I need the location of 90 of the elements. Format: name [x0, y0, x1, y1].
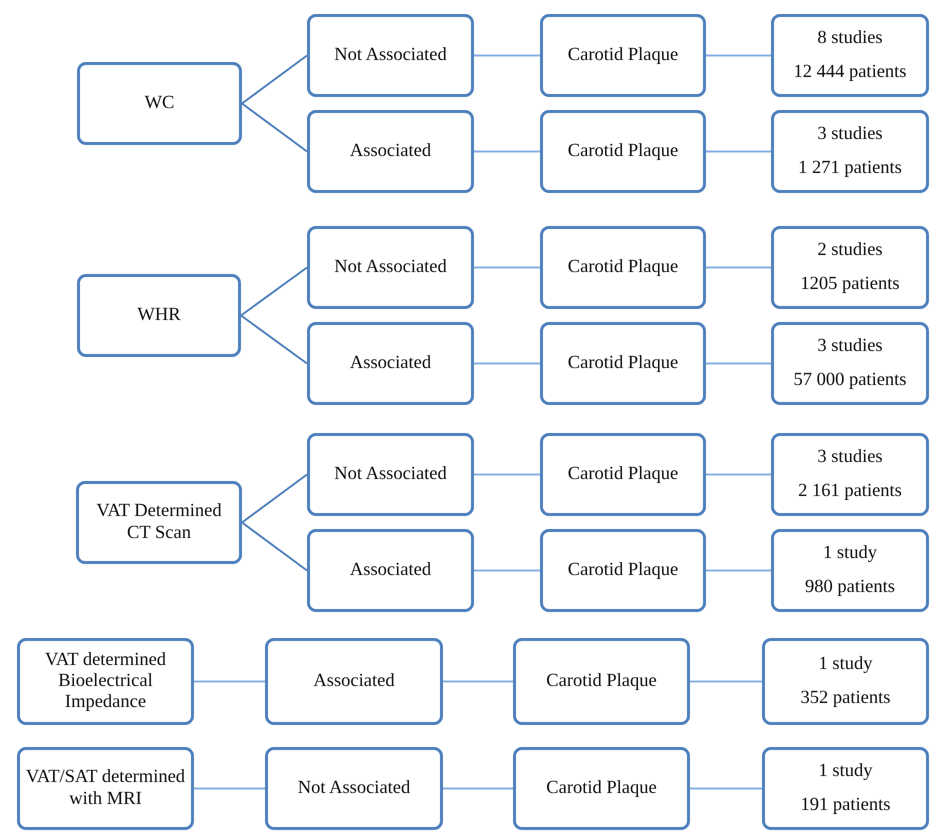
node-box: [77, 62, 242, 145]
node-text: 57 000 patients: [793, 370, 907, 391]
node-text: VAT determined Bioelectrical Impedance: [44, 650, 168, 714]
connector-line: [706, 54, 771, 56]
node-text: Not Associated: [334, 44, 447, 66]
node-box: [265, 638, 443, 725]
connector-line: [194, 788, 265, 790]
connector-line: [474, 474, 540, 476]
node-box: [17, 747, 194, 830]
node-text: Carotid Plaque: [568, 256, 678, 278]
node-text: Carotid Plaque: [546, 778, 657, 800]
node-text: Carotid Plaque: [568, 352, 678, 374]
connector-line: [194, 680, 265, 682]
node-box: [540, 322, 706, 405]
node-text: 980 patients: [805, 576, 895, 598]
node-box: [77, 274, 241, 357]
connector-line: [706, 474, 771, 476]
connector-line: [690, 788, 762, 790]
node-text: 2 161 patients: [798, 480, 902, 502]
node-text: 1205 patients: [800, 274, 900, 295]
connector-line: [474, 54, 540, 56]
connector-line: [474, 570, 540, 572]
node-box: [307, 226, 474, 309]
connector-line: [443, 788, 513, 790]
node-text: Associated: [350, 140, 432, 162]
node-text: WC: [144, 92, 174, 114]
node-box: [540, 14, 706, 97]
node-box: [513, 638, 690, 725]
node-text: 3 studies: [817, 447, 883, 468]
node-box: [307, 529, 474, 612]
node-box: [17, 638, 194, 725]
connector-line: [443, 680, 513, 682]
node-box: [540, 529, 706, 612]
node-text: Carotid Plaque: [568, 44, 678, 66]
node-text: VAT/SAT determined with MRI: [24, 767, 186, 810]
node-text: 12 444 patients: [793, 62, 907, 83]
node-box: [513, 747, 690, 830]
node-text: 1 271 patients: [798, 158, 902, 179]
node-box: [762, 747, 929, 830]
node-box: [540, 433, 706, 516]
connector-line: [706, 362, 771, 364]
node-text: VAT Determined CT Scan: [95, 501, 223, 544]
node-text: Not Associated: [298, 778, 410, 800]
connector-line: [240, 314, 308, 364]
connector-line: [241, 522, 308, 572]
node-text: 1 study: [818, 761, 872, 782]
node-box: [265, 747, 443, 830]
node-text: 3 studies: [817, 336, 883, 358]
node-text: Carotid Plaque: [568, 464, 678, 486]
node-text: 1 study: [823, 543, 877, 564]
node-text: Carotid Plaque: [568, 560, 678, 582]
connector-line: [690, 680, 762, 682]
node-box: [762, 638, 929, 725]
connector-line: [706, 570, 771, 572]
node-text: 1 study: [818, 654, 872, 676]
node-text: 352 patients: [800, 688, 890, 709]
connector-line: [474, 266, 540, 268]
node-box: [540, 110, 706, 193]
connector-line: [241, 102, 308, 152]
node-box: [307, 14, 474, 97]
connector-line: [241, 54, 308, 104]
node-box: [76, 481, 242, 564]
node-box: [771, 110, 929, 193]
node-box: [771, 14, 929, 97]
node-text: 191 patients: [800, 794, 890, 816]
connector-line: [474, 362, 540, 364]
node-box: [771, 529, 929, 612]
node-text: Carotid Plaque: [546, 670, 657, 692]
node-text: 8 studies: [817, 28, 883, 50]
node-box: [307, 110, 474, 193]
node-text: 2 studies: [817, 240, 883, 262]
node-text: Associated: [350, 352, 432, 374]
connector-line: [241, 474, 308, 524]
connector-line: [706, 266, 771, 268]
node-box: [771, 226, 929, 309]
node-text: Not Associated: [334, 464, 447, 486]
node-box: [771, 322, 929, 405]
node-box: [307, 322, 474, 405]
node-text: Associated: [350, 560, 432, 582]
node-box: [771, 433, 929, 516]
node-box: [540, 226, 706, 309]
node-box: [307, 433, 474, 516]
node-text: Carotid Plaque: [568, 140, 678, 162]
node-text: Not Associated: [334, 256, 447, 278]
connector-line: [706, 150, 771, 152]
connector-line: [240, 266, 308, 316]
node-text: Associated: [313, 670, 395, 692]
node-text: WHR: [137, 304, 181, 326]
connector-line: [474, 150, 540, 152]
node-text: 3 studies: [817, 124, 883, 146]
